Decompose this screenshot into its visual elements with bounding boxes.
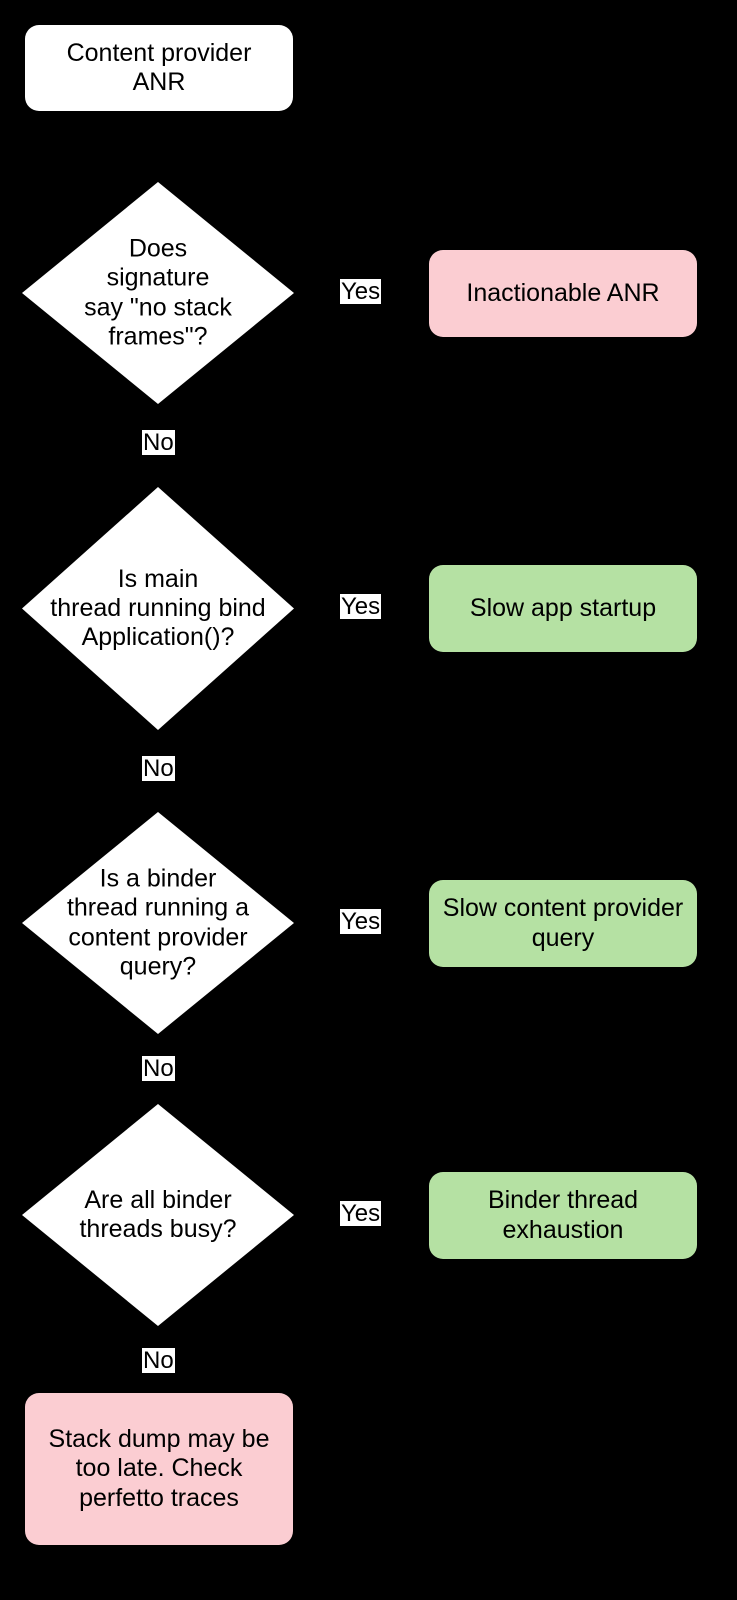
- node-outcome-5[interactable]: Stack dump may be too late. Check perfet…: [25, 1393, 293, 1545]
- edge-label-yes-1: Yes: [340, 278, 382, 305]
- diamond-shape-2: [22, 487, 294, 730]
- edge-label-no-4: No: [142, 1347, 175, 1374]
- node-start[interactable]: Content provider ANR: [25, 25, 293, 111]
- node-outcome-5-label: Stack dump may be too late. Check perfet…: [48, 1424, 270, 1512]
- node-outcome-1[interactable]: Inactionable ANR: [429, 250, 697, 337]
- edge-label-yes-4: Yes: [340, 1200, 382, 1227]
- diamond-shape-3: [22, 812, 294, 1034]
- node-decision-3[interactable]: Is a binder thread running a content pro…: [22, 812, 294, 1034]
- node-outcome-2-label: Slow app startup: [469, 593, 657, 622]
- node-start-label: Content provider ANR: [66, 38, 252, 97]
- node-decision-2[interactable]: Is main thread running bind Application(…: [22, 487, 294, 730]
- diamond-shape-4: [22, 1104, 294, 1326]
- edge-label-yes-3: Yes: [340, 908, 382, 935]
- node-outcome-3[interactable]: Slow content provider query: [429, 880, 697, 967]
- node-decision-4[interactable]: Are all binder threads busy?: [22, 1104, 294, 1326]
- node-outcome-3-label: Slow content provider query: [442, 894, 684, 952]
- edge-label-no-1: No: [142, 429, 175, 456]
- node-outcome-2[interactable]: Slow app startup: [429, 565, 697, 652]
- node-decision-1[interactable]: Does signature say "no stack frames"?: [22, 182, 294, 404]
- edge-label-yes-2: Yes: [340, 593, 382, 620]
- edge-label-no-3: No: [142, 1055, 175, 1082]
- node-outcome-4[interactable]: Binder thread exhaustion: [429, 1172, 697, 1259]
- node-outcome-4-label: Binder thread exhaustion: [487, 1186, 639, 1244]
- node-outcome-1-label: Inactionable ANR: [466, 278, 660, 307]
- edge-label-no-2: No: [142, 755, 175, 782]
- diamond-shape-1: [22, 182, 294, 404]
